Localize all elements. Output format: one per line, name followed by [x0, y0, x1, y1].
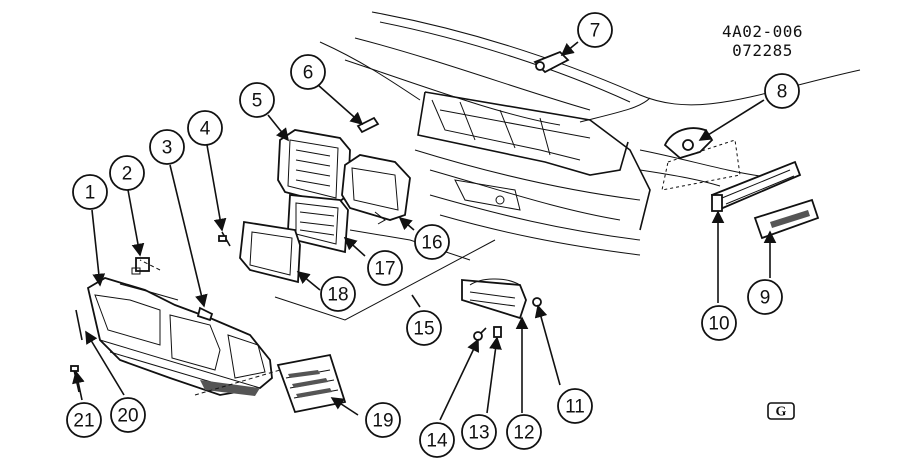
callout-number: 7: [590, 21, 601, 42]
callout-9: 9: [747, 279, 783, 315]
high-beam-lamp: [341, 154, 411, 225]
callout-circle: [367, 250, 403, 286]
callout-circle: [557, 388, 593, 424]
callout-20: 20: [110, 397, 146, 433]
callout-circle: [72, 174, 108, 210]
callout-circle: [187, 110, 223, 146]
callout-number: 9: [760, 288, 771, 309]
callout-1: 1: [72, 174, 108, 210]
callout-number: 17: [374, 259, 395, 280]
callout-21: 21: [66, 402, 102, 438]
callout-circle: [414, 224, 450, 260]
callout-2: 2: [109, 155, 145, 191]
callout-number: 11: [565, 397, 585, 418]
callout-circle: [110, 397, 146, 433]
callout-number: 14: [426, 431, 448, 452]
parking-lamp: [461, 278, 527, 320]
adjuster-screw: [356, 116, 380, 134]
callout-circle: [701, 305, 737, 341]
callout-13: 13: [461, 414, 497, 450]
callout-8: 8: [764, 73, 800, 109]
bezel-clip: [131, 257, 150, 275]
callout-number: 13: [468, 423, 489, 444]
callout-18: 18: [320, 276, 356, 312]
callout-number: 6: [303, 63, 314, 84]
callout-circle: [149, 129, 185, 165]
callout-number: 8: [777, 82, 788, 103]
gm-logo: G: [767, 402, 795, 420]
callout-4: 4: [187, 110, 223, 146]
callout-number: 2: [122, 164, 133, 185]
callout-circle: [290, 54, 326, 90]
bulb-socket: [493, 326, 502, 338]
callout-circle: [239, 82, 275, 118]
callout-7: 7: [577, 12, 613, 48]
callout-12: 12: [506, 414, 542, 450]
callout-15: 15: [406, 310, 442, 346]
callout-circle: [747, 279, 783, 315]
hex-nut: [532, 297, 542, 307]
headlamp-bezel: [86, 277, 273, 396]
callout-number: 10: [708, 314, 729, 335]
callout-circle: [764, 73, 800, 109]
callout-number: 19: [372, 411, 393, 432]
callout-14: 14: [419, 422, 455, 458]
callout-number: 5: [252, 91, 263, 112]
bezel-screw: [196, 306, 214, 322]
callout-number: 18: [327, 285, 348, 306]
callout-circle: [406, 310, 442, 346]
low-beam-lamp: [287, 194, 349, 254]
callout-number: 16: [421, 233, 442, 254]
callout-16: 16: [414, 224, 450, 260]
side-marker-bezel: [710, 160, 802, 212]
lamp-bulb: [473, 327, 487, 341]
lamp-label: [276, 353, 347, 414]
callout-11: 11: [557, 388, 593, 424]
callout-number: 12: [513, 423, 534, 444]
callout-19: 19: [365, 402, 401, 438]
callout-number: 1: [85, 183, 96, 204]
callout-17: 17: [367, 250, 403, 286]
callout-number: 3: [162, 138, 173, 159]
callout-number: 21: [73, 411, 94, 432]
callout-circle: [506, 414, 542, 450]
wiring-connector: [533, 50, 570, 74]
callout-circle: [365, 402, 401, 438]
callout-circle: [109, 155, 145, 191]
diagram-code: 4A02-006: [722, 22, 804, 41]
callout-number: 20: [117, 406, 138, 427]
callout-5: 5: [239, 82, 275, 118]
callout-circle: [577, 12, 613, 48]
callout-circle: [419, 422, 455, 458]
callout-circle: [320, 276, 356, 312]
mounting-bolt: [218, 231, 231, 247]
sealed-beam-lamp: [239, 220, 301, 284]
callout-3: 3: [149, 129, 185, 165]
headlamp-housing: [277, 129, 351, 206]
callout-10: 10: [701, 305, 737, 341]
diagram-code-block: 4A02-006 072285: [722, 22, 803, 60]
bezel-screws: [70, 309, 83, 393]
callout-number: 15: [413, 319, 434, 340]
logo-glyph: G: [776, 405, 787, 420]
leader-lines: [72, 41, 777, 421]
callout-number: 4: [200, 119, 211, 140]
callout-circle: [461, 414, 497, 450]
callout-6: 6: [290, 54, 326, 90]
callout-circle: [66, 402, 102, 438]
diagram-date-code: 072285: [732, 41, 793, 60]
side-marker-lamp: [753, 198, 820, 240]
vehicle-front-end: [274, 11, 861, 321]
